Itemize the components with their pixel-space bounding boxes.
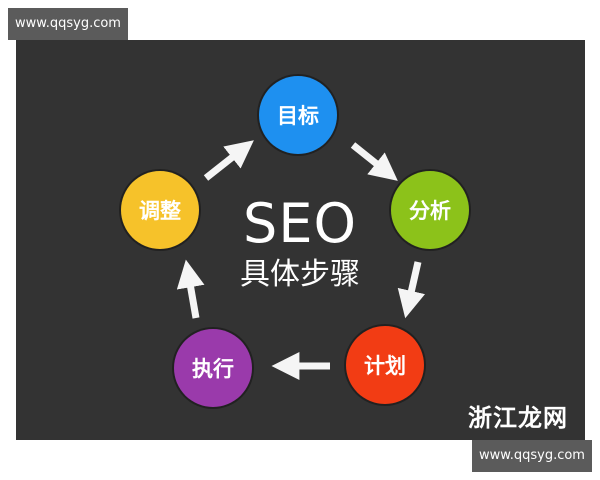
step-plan: 计划 bbox=[346, 326, 424, 404]
step-goal: 目标 bbox=[259, 76, 337, 154]
step-execute: 执行 bbox=[174, 329, 252, 407]
center-subtitle: 具体步骤 bbox=[240, 257, 360, 292]
step-analysis-label: 分析 bbox=[409, 199, 451, 223]
step-execute-label: 执行 bbox=[192, 357, 234, 381]
arrow-adjust-to-goal bbox=[203, 140, 254, 181]
step-analysis: 分析 bbox=[391, 171, 469, 249]
step-adjust: 调整 bbox=[121, 171, 199, 249]
step-goal-label: 目标 bbox=[277, 104, 319, 128]
arrow-analysis-to-plan bbox=[397, 261, 426, 319]
watermark-top: www.qqsyg.com bbox=[8, 8, 128, 40]
arrow-execute-to-adjust bbox=[176, 259, 205, 319]
center-title: SEO bbox=[243, 192, 357, 255]
step-plan-label: 计划 bbox=[364, 354, 406, 378]
watermark-bottom: www.qqsyg.com bbox=[472, 440, 592, 472]
brand-watermark: 浙江龙网 bbox=[468, 404, 568, 432]
arrow-goal-to-analysis bbox=[350, 142, 398, 181]
step-adjust-label: 调整 bbox=[139, 199, 181, 223]
